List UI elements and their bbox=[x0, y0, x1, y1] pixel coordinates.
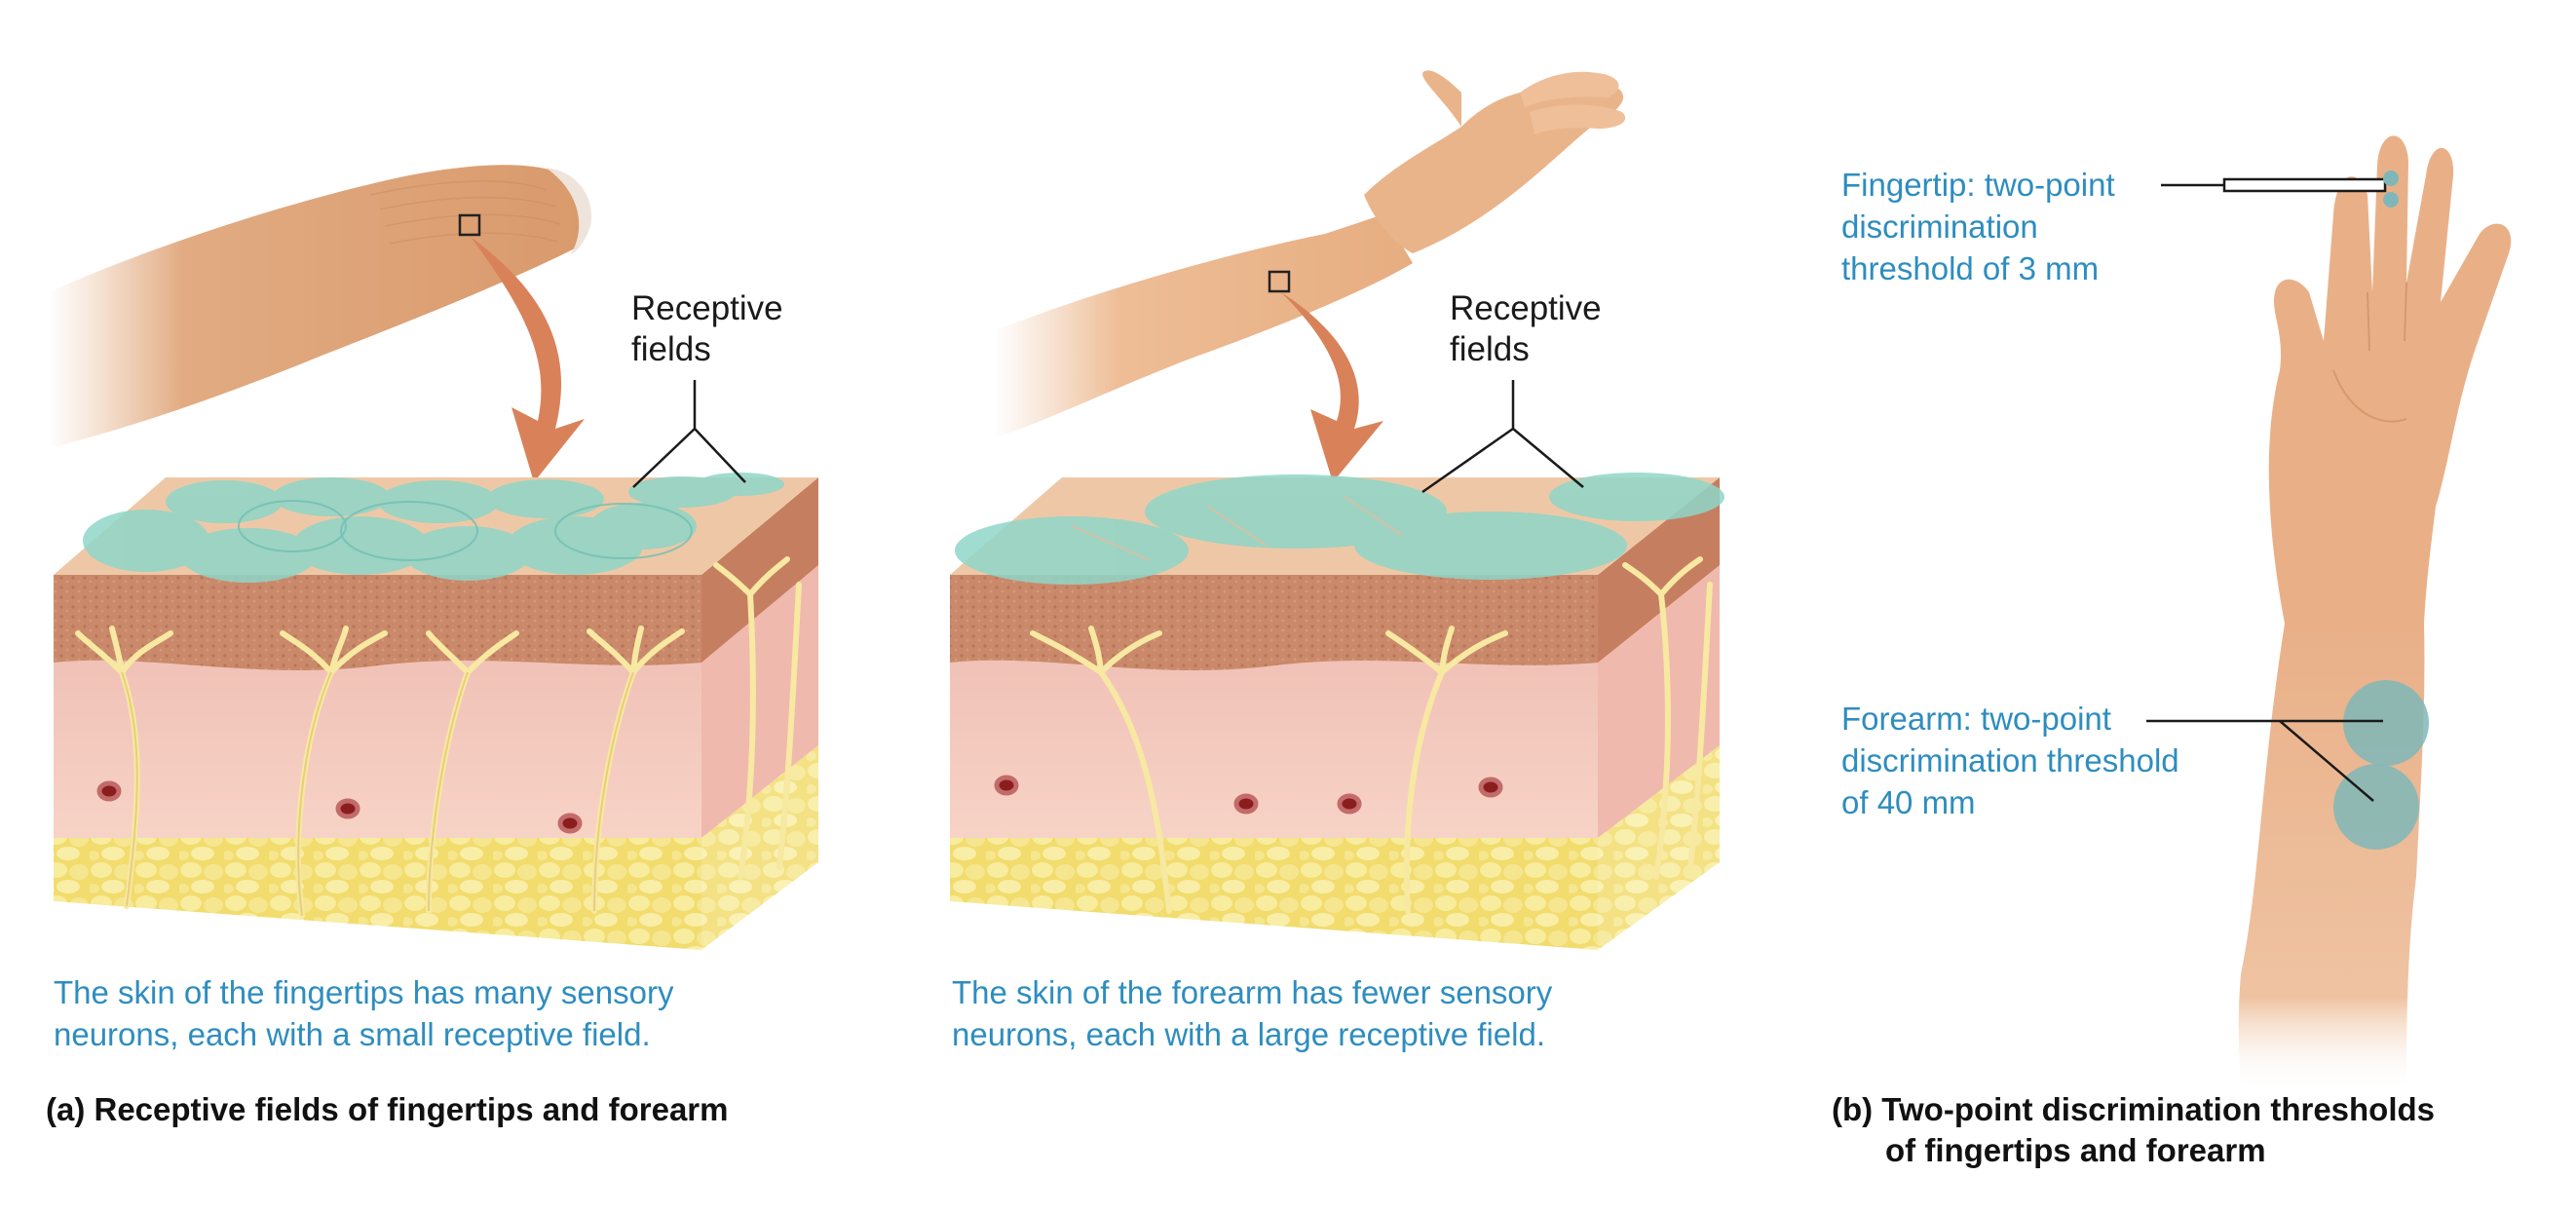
fingertip-sample-box bbox=[458, 213, 481, 237]
fingertip-caption: The skin of the fingertips has many sens… bbox=[54, 974, 674, 1052]
forearm-threshold-note: Forearm: two-point discrimination thresh… bbox=[1841, 701, 2179, 820]
panel-b-title: (b) Two-point discrimination thresholds … bbox=[1832, 1091, 2436, 1168]
fingertip-zoom-arrow bbox=[471, 237, 585, 482]
fingertip-contact-point bbox=[2383, 192, 2399, 208]
forearm-illustration bbox=[994, 70, 1626, 482]
fingertip-blood-vessels bbox=[96, 780, 583, 834]
forearm-threshold bbox=[2146, 680, 2429, 850]
panel-a-title: (a) Receptive fields of fingertips and f… bbox=[46, 1091, 729, 1127]
forearm-sample-box bbox=[1268, 270, 1291, 293]
fingertip-caliper bbox=[2161, 171, 2399, 208]
hand-forearm-illustration bbox=[2238, 135, 2512, 1091]
forearm-caption: The skin of the forearm has fewer sensor… bbox=[952, 974, 1553, 1052]
forearm-receptive-fields bbox=[955, 473, 1724, 585]
fingertip-illustration bbox=[49, 165, 591, 482]
fingertip-skin-block bbox=[54, 473, 818, 950]
forearm-zoom-arrow bbox=[1281, 292, 1383, 482]
forearm-contact-area bbox=[2343, 680, 2429, 766]
forearm-skin-block bbox=[950, 473, 1724, 950]
fingertip-receptive-fields bbox=[83, 473, 784, 583]
forearm-blood-vessels bbox=[994, 775, 1503, 815]
fingertip-contact-point bbox=[2383, 171, 2399, 186]
forearm-receptive-fields-label: Receptive fields bbox=[1450, 289, 1602, 368]
forearm-sensory-neurons bbox=[1030, 556, 1713, 914]
fingertip-threshold-note: Fingertip: two-point discrimination thre… bbox=[1841, 167, 2115, 286]
fingertip-receptive-fields-label: Receptive fields bbox=[631, 289, 783, 368]
receptive-field-leaders bbox=[632, 380, 1584, 494]
